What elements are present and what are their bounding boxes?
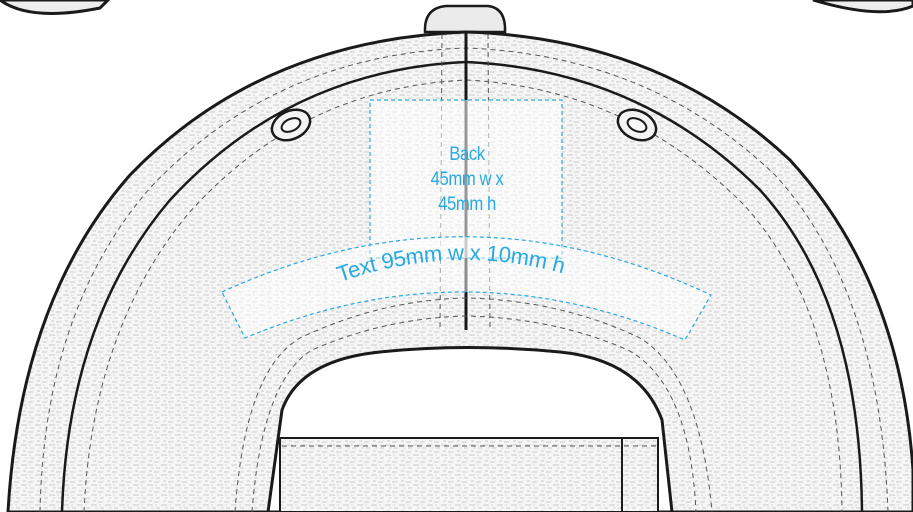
back-area-label: Back 45mm w x 45mm h [382,142,553,217]
text-print-area [221,236,712,341]
back-label-line1: Back [449,144,485,165]
eyelet-right [616,108,658,142]
arch-binding [234,297,713,512]
crown-stitch-2 [83,79,843,512]
top-button [423,4,507,34]
arch-binding-inner [251,315,697,512]
back-print-area [369,99,563,259]
back-strap [279,437,659,512]
brim-right-fragment [812,0,913,14]
back-label-line2: 45mm w x [430,169,504,190]
back-label-line3: 45mm h [438,194,496,215]
eyelet-left [270,108,312,142]
brim-left-fragment [0,0,111,15]
